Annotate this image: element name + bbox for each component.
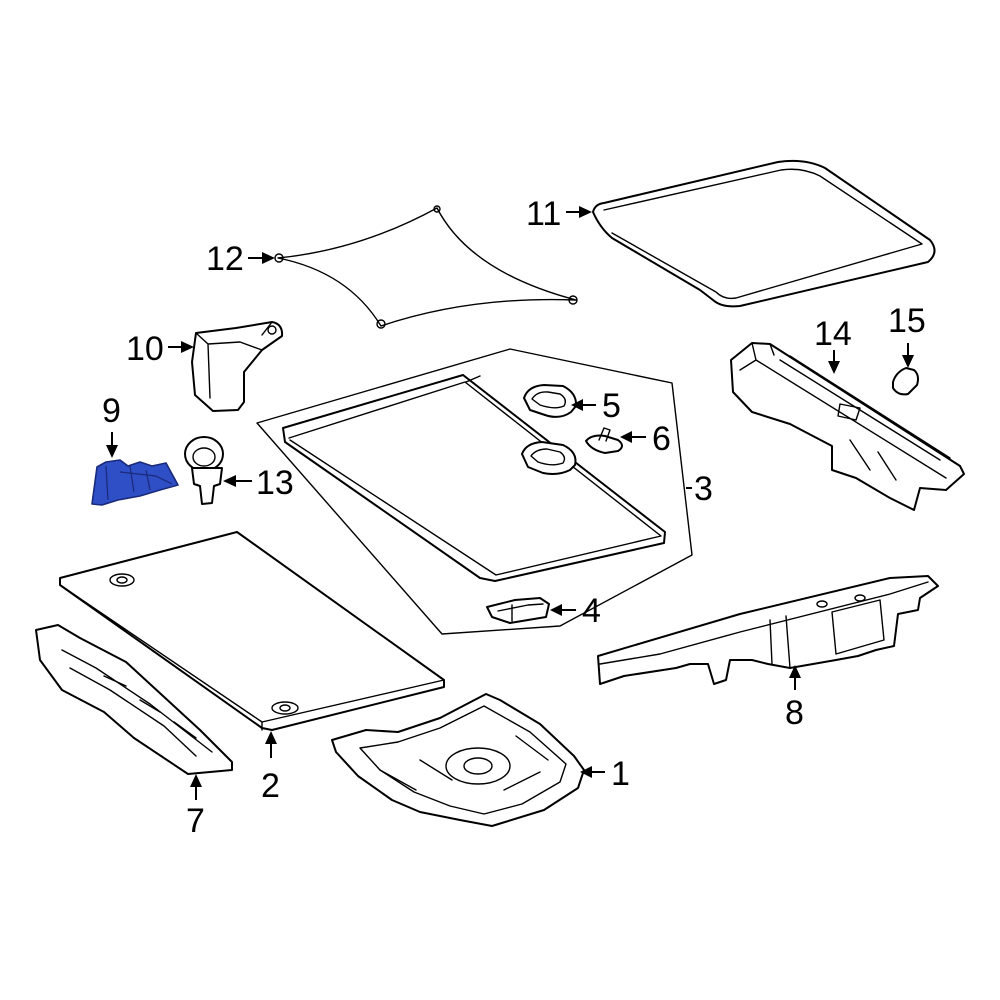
part-3-group-outline bbox=[256, 348, 693, 635]
callout-4: 4 bbox=[582, 592, 601, 630]
callout-12: 12 bbox=[206, 240, 244, 278]
callout-3: 3 bbox=[694, 470, 713, 508]
callout-13: 13 bbox=[256, 464, 294, 502]
callout-5: 5 bbox=[602, 387, 621, 425]
part-6-hook[interactable] bbox=[585, 427, 623, 454]
callout-labels: 1 2 3 4 5 6 7 8 9 10 11 12 13 14 15 bbox=[102, 195, 926, 840]
part-3-load-floor[interactable] bbox=[282, 374, 666, 582]
part-11-cargo-mat[interactable] bbox=[592, 159, 936, 308]
callout-8: 8 bbox=[785, 694, 804, 732]
callout-7: 7 bbox=[186, 802, 205, 840]
part-9-highlighted-bracket[interactable] bbox=[91, 459, 179, 506]
callout-9: 9 bbox=[102, 392, 121, 430]
callout-11: 11 bbox=[526, 195, 561, 233]
leader-lines bbox=[106, 206, 914, 800]
part-15-clip[interactable] bbox=[892, 367, 919, 396]
part-2-floor-board[interactable] bbox=[59, 531, 445, 731]
callout-14: 14 bbox=[814, 315, 852, 353]
callout-15: 15 bbox=[888, 302, 926, 340]
part-14-rear-panel-trim[interactable] bbox=[730, 342, 965, 511]
part-4-bracket[interactable] bbox=[486, 597, 550, 624]
part-1-tire-well-tray[interactable] bbox=[331, 693, 585, 827]
callout-6: 6 bbox=[652, 420, 671, 458]
part-13-tie-down-ring[interactable] bbox=[184, 436, 224, 505]
floor-handle bbox=[521, 441, 577, 475]
part-5-handle[interactable] bbox=[523, 384, 578, 418]
callout-2: 2 bbox=[261, 767, 280, 805]
part-7-sill-trim[interactable] bbox=[35, 624, 233, 775]
part-10-bracket[interactable] bbox=[191, 321, 284, 412]
part-8-cross-member[interactable] bbox=[597, 575, 939, 685]
callout-1: 1 bbox=[611, 755, 630, 793]
callout-10: 10 bbox=[126, 330, 164, 368]
